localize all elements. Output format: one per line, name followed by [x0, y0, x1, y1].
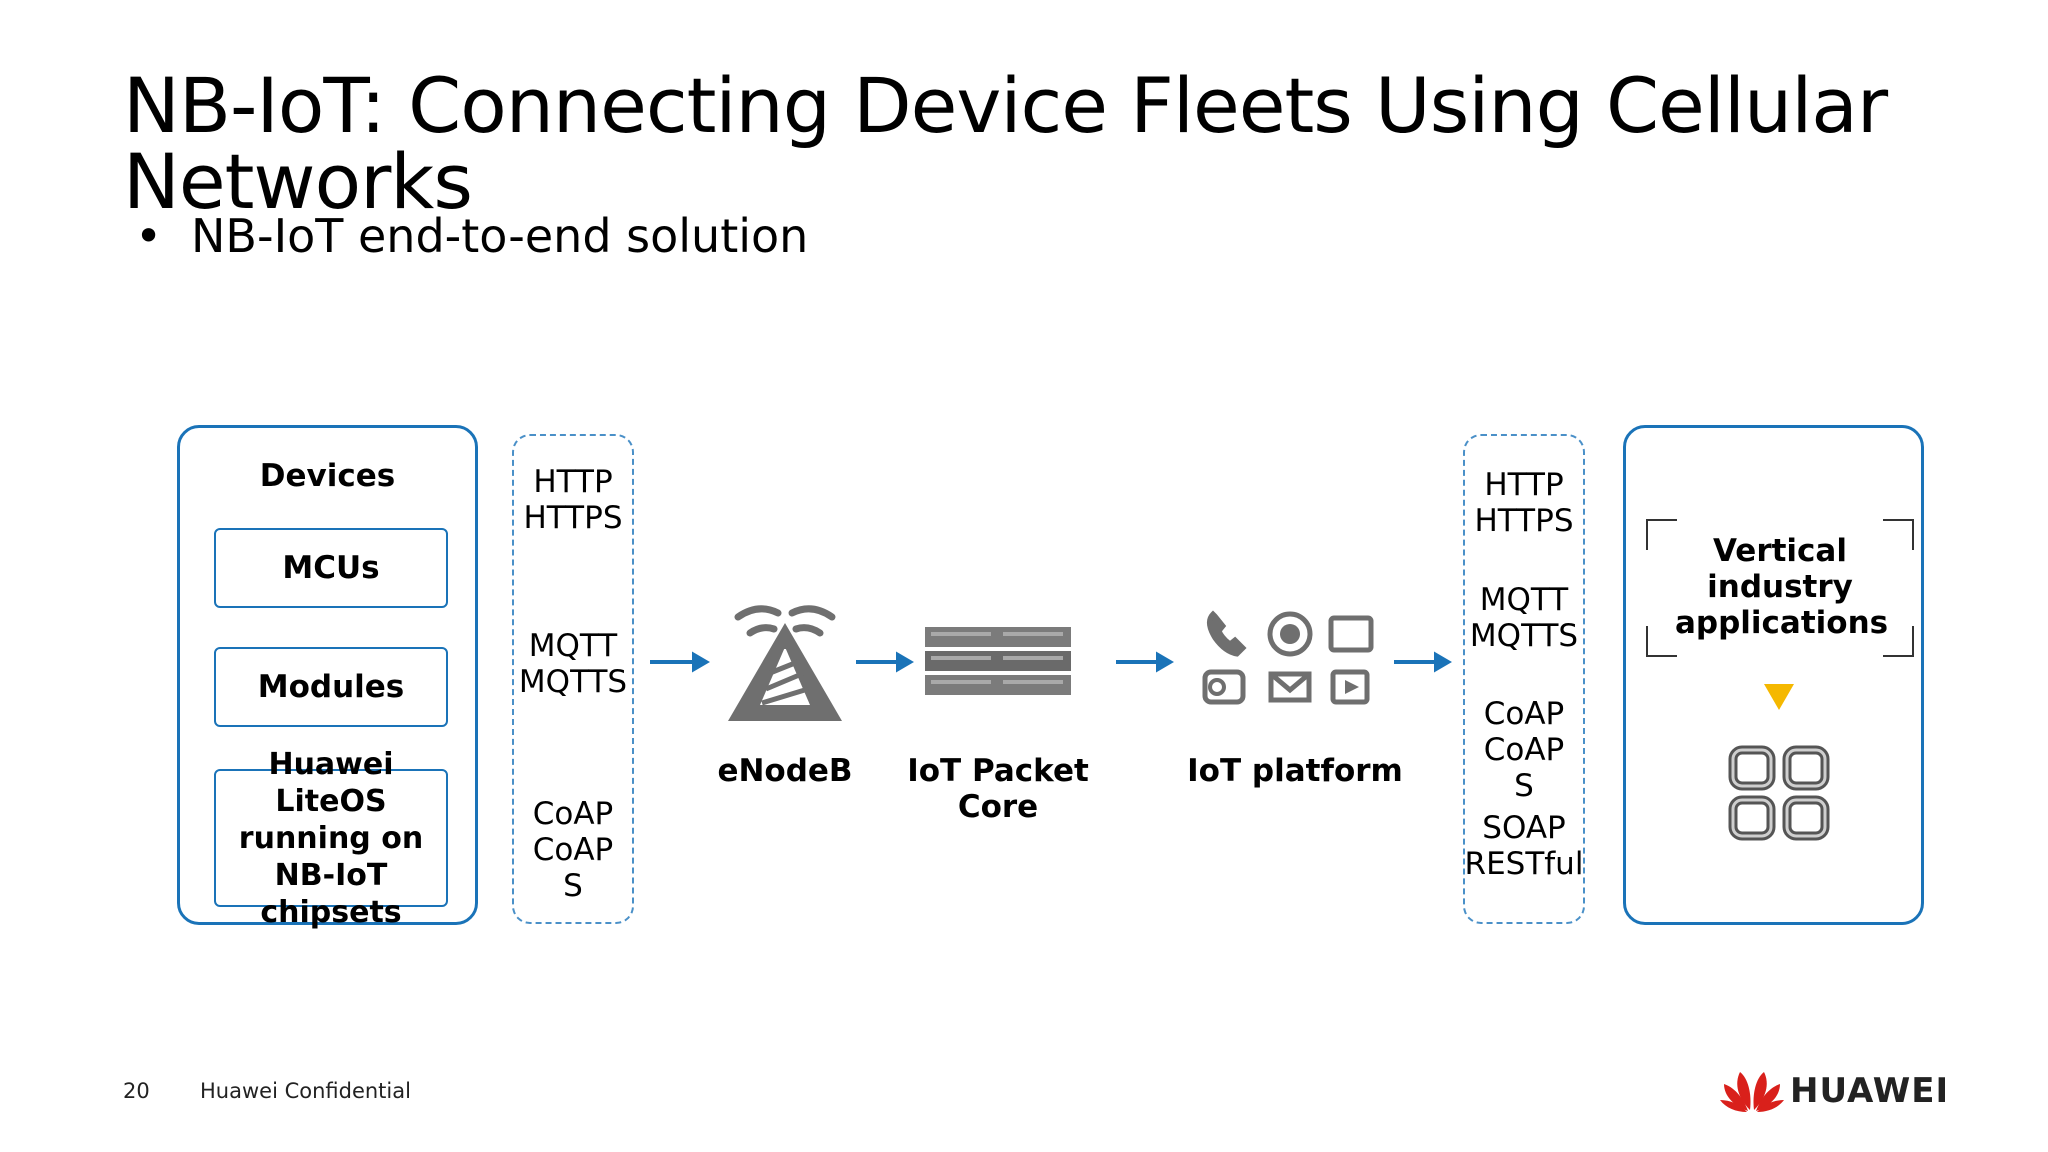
picture-icon	[1328, 615, 1374, 653]
platform-services-icon	[1202, 610, 1374, 705]
down-triangle-icon	[1764, 684, 1794, 710]
slide-title: NB-IoT: Connecting Device Fleets Using C…	[123, 61, 1888, 226]
right-proto-mqtts: MQTTS	[1469, 618, 1579, 654]
devices-heading: Devices	[259, 458, 396, 494]
camera-icon	[1202, 669, 1246, 705]
right-proto-s: S	[1514, 768, 1534, 804]
page-number: 20	[123, 1079, 150, 1103]
vertical-apps-label: Vertical industry applications	[1675, 533, 1889, 641]
left-protocols-box	[512, 434, 634, 924]
right-proto-restful: RESTful	[1464, 846, 1584, 882]
right-proto-coaps: CoAP	[1483, 732, 1565, 768]
phone-icon	[1207, 610, 1247, 657]
cell-tower-icon	[728, 605, 842, 721]
devices-panel	[177, 425, 478, 925]
left-proto-s: S	[563, 868, 583, 904]
device-modules: Modules	[214, 647, 448, 727]
right-protocols-box	[1463, 434, 1585, 924]
arrow-4-head	[1434, 651, 1452, 673]
device-mcus: MCUs	[214, 528, 448, 608]
bullet-item: • NB-IoT end-to-end solution	[135, 208, 808, 264]
node-platform-label: IoT platform	[1187, 753, 1403, 789]
brand-wordmark: HUAWEI	[1790, 1071, 1950, 1111]
huawei-logo-icon	[1720, 1072, 1784, 1112]
right-proto-https: HTTPS	[1474, 503, 1574, 539]
left-proto-http: HTTP	[533, 464, 613, 500]
right-proto-mqtt: MQTT	[1479, 582, 1569, 618]
left-proto-mqtt: MQTT	[528, 628, 618, 664]
right-proto-http: HTTP	[1484, 467, 1564, 503]
arrow-3-head	[1156, 651, 1174, 673]
left-proto-https: HTTPS	[523, 500, 623, 536]
right-proto-soap: SOAP	[1482, 810, 1566, 846]
left-proto-coap: CoAP	[532, 796, 614, 832]
mail-icon	[1268, 671, 1312, 703]
server-rack-icon	[925, 627, 1071, 695]
node-packet-core-label: IoT Packet Core	[907, 753, 1089, 825]
app-grid-icon	[1728, 745, 1830, 841]
left-proto-coaps: CoAP	[532, 832, 614, 868]
arrow-2-head	[896, 651, 914, 673]
device-liteos: Huawei LiteOS running on NB-IoT chipsets	[214, 747, 448, 930]
right-proto-coap: CoAP	[1483, 696, 1565, 732]
bullet-text: NB-IoT end-to-end solution	[191, 209, 809, 263]
vertical-apps-panel	[1623, 425, 1924, 925]
confidential-label: Huawei Confidential	[200, 1079, 411, 1103]
globe-icon	[1267, 611, 1313, 657]
left-proto-mqtts: MQTTS	[518, 664, 628, 700]
video-icon	[1330, 669, 1370, 705]
node-enodeb-label: eNodeB	[717, 753, 853, 789]
bullet-symbol: •	[135, 209, 163, 263]
focus-brackets	[1646, 519, 1914, 657]
